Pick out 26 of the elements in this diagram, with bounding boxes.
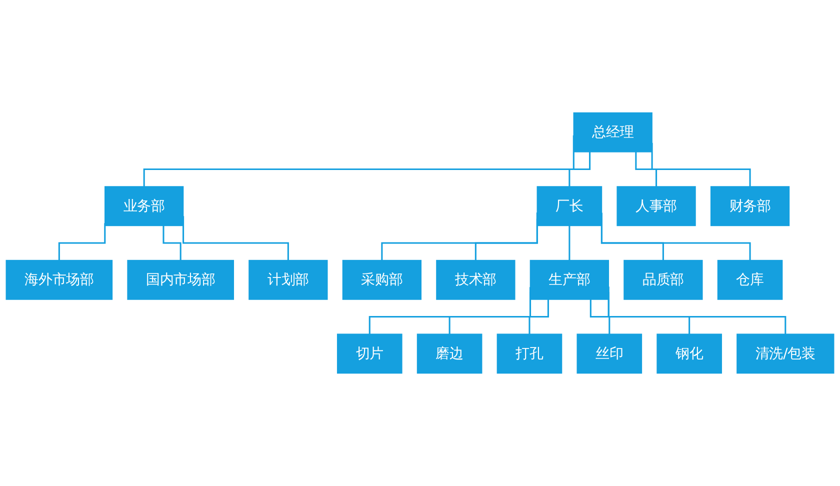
node-box: 生产部 [530,260,610,300]
node-box: 采购部 [342,260,422,300]
connector [568,226,570,262]
node-box: 人事部 [616,186,696,226]
connector [568,152,591,188]
node-box: 海外市场部 [6,260,113,300]
node-box: 业务部 [104,186,184,226]
node-box: 钢化 [656,334,722,374]
node-box: 清洗/包装 [736,334,834,374]
node-box: 财务部 [710,186,790,226]
node-box: 总经理 [573,112,652,152]
node-box: 厂长 [536,186,602,226]
node-box: 计划部 [248,260,328,300]
node-box: 切片 [336,334,402,374]
connector [635,152,658,188]
node-box: 磨边 [416,334,482,374]
connector [58,223,106,262]
connector [528,299,549,335]
connector [162,226,182,262]
node-box: 技术部 [436,260,516,300]
node-box: 品质部 [624,260,703,300]
node-box: 丝印 [576,334,642,374]
node-box: 打孔 [496,334,562,374]
node-box: 国内市场部 [127,260,234,300]
node-box: 仓库 [717,260,783,300]
connector [590,299,610,335]
